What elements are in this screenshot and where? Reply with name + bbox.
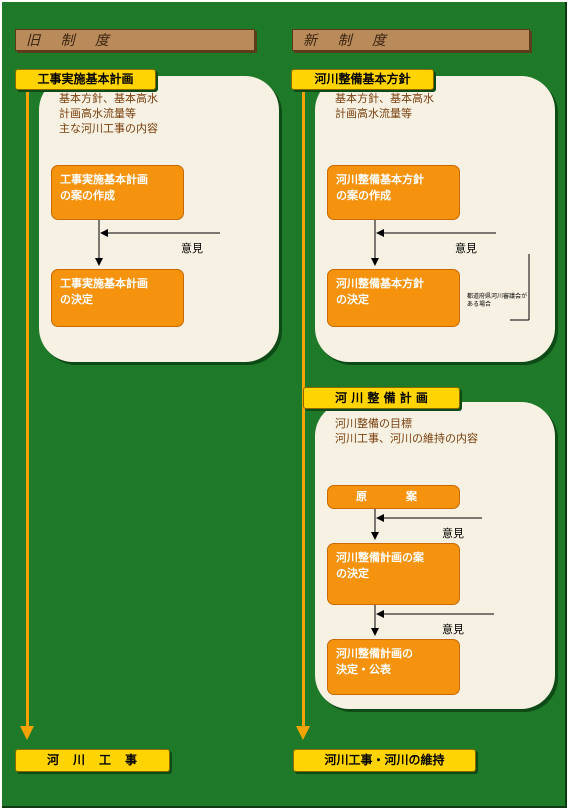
new-plan-draft-decision-box: 河川整備計画の案 の決定 — [327, 543, 460, 605]
old-plan-decision-box: 工事実施基本計画 の決定 — [51, 269, 184, 327]
new-policy-draft-box: 河川整備基本方針 の案の作成 — [327, 165, 460, 220]
old-flow-line — [26, 88, 29, 728]
old-plan-contents: 基本方針、基本高水 計画高水流量等 主な河川工事の内容 — [59, 92, 158, 135]
old-system-header: 旧 制 度 — [15, 29, 255, 51]
new-policy-label: 河川整備基本方針 — [291, 69, 434, 90]
old-plan-label: 工事実施基本計画 — [15, 69, 156, 90]
new-plan-draft-box: 原 案 — [327, 485, 460, 509]
new-plan-opinion1-label: 意見 — [442, 527, 464, 540]
new-plan-final-box: 河川整備計画の 決定・公表 — [327, 639, 460, 695]
new-river-works-maintenance-label: 河川工事・河川の維持 — [293, 749, 476, 772]
new-policy-contents: 基本方針、基本高水 計画高水流量等 — [335, 92, 434, 120]
new-policy-decision-box: 河川整備基本方針 の決定 — [327, 269, 460, 327]
new-plan-contents: 河川整備の目標 河川工事、河川の維持の内容 — [335, 417, 478, 445]
new-system-header: 新 制 度 — [292, 29, 530, 51]
old-opinion-label: 意見 — [181, 242, 203, 255]
old-plan-draft-box: 工事実施基本計画 の案の作成 — [51, 165, 184, 220]
new-plan-label: 河 川 整 備 計 画 — [303, 387, 460, 409]
new-plan-opinion2-label: 意見 — [442, 623, 464, 636]
old-flow-arrowhead — [20, 726, 34, 740]
new-policy-opinion-label: 意見 — [455, 242, 477, 255]
new-flow-arrowhead — [296, 726, 310, 740]
old-river-works-label: 河 川 工 事 — [15, 749, 170, 772]
council-condition-note: 都道府県河川審議会が ある場合 — [467, 293, 528, 308]
